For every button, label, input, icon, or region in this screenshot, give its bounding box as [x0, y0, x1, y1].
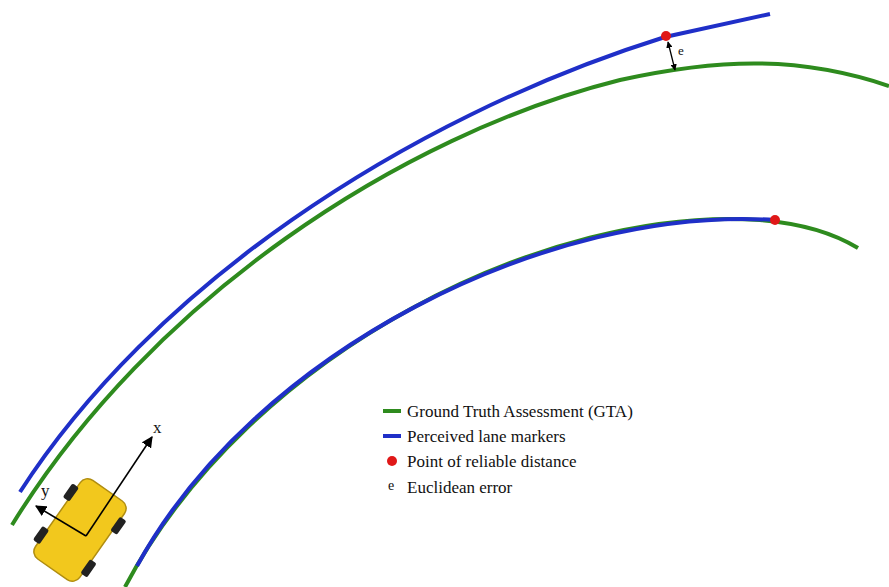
legend-text: Point of reliable distance: [407, 453, 576, 470]
reliable-point: [770, 215, 780, 225]
legend-text: Perceived lane markers: [407, 428, 566, 445]
reliable-point: [661, 31, 671, 41]
axis-label: x: [153, 419, 162, 436]
legend-sample-line: [383, 409, 401, 413]
legend-sample-line: [383, 434, 401, 438]
error-label: e: [678, 44, 684, 57]
gta-inner-line: [125, 219, 858, 587]
y-axis: [36, 506, 86, 536]
perceived-inner-line: [137, 219, 775, 566]
legend-symbol: e: [388, 479, 394, 493]
legend-text: Ground Truth Assessment (GTA): [407, 403, 633, 420]
axis-label: y: [41, 482, 50, 499]
legend-text: Euclidean error: [407, 479, 512, 496]
gta-outer-line: [12, 63, 889, 525]
error-arrow: [668, 42, 675, 70]
perceived-outer-line: [20, 14, 770, 492]
x-axis: [86, 437, 152, 536]
legend-sample-dot: [387, 456, 397, 466]
